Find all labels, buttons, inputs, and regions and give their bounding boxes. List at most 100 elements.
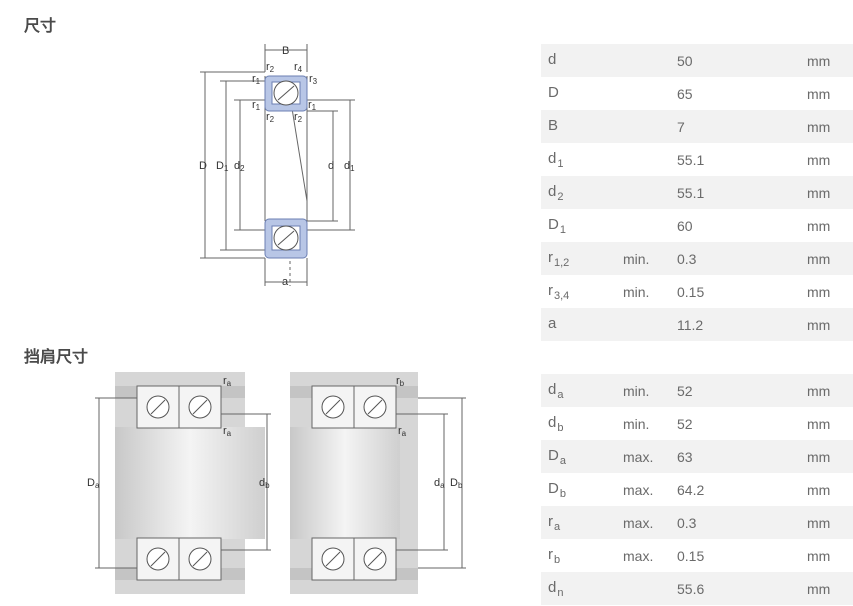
dimension-unit: mm <box>807 547 831 564</box>
dimension-value: 52 <box>670 374 800 407</box>
svg-text:d2: d2 <box>234 160 245 173</box>
dimension-unit: mm <box>800 572 853 605</box>
svg-text:r2: r2 <box>266 111 275 124</box>
dimension-value: 63 <box>670 440 800 473</box>
dimension-value: 0.15 <box>677 283 705 300</box>
dimensions-title: 尺寸 <box>24 18 57 35</box>
svg-text:da: da <box>434 477 445 490</box>
dimension-unit: mm <box>800 176 853 209</box>
dimension-unit: mm <box>800 44 853 77</box>
dimension-symbol: r1,2 <box>541 242 616 275</box>
svg-text:r1: r1 <box>252 99 261 112</box>
dimension-unit: mm <box>800 110 853 143</box>
dimension-qualifier <box>616 77 670 110</box>
dimension-qualifier <box>616 308 670 341</box>
dimension-unit: mm <box>800 242 853 275</box>
table-row: D 65 mm <box>541 77 853 110</box>
dimension-value: 7 <box>670 110 800 143</box>
label-a: a <box>282 276 289 286</box>
svg-text:ra: ra <box>398 425 407 438</box>
table-row: Db max. 64.2 mm <box>541 473 853 506</box>
dimension-unit: mm <box>807 283 831 300</box>
svg-text:D1: D1 <box>216 160 229 173</box>
label-D: D <box>199 160 207 172</box>
abutment-drawing-left: ra ra Da db <box>87 372 271 594</box>
svg-text:r1: r1 <box>252 73 261 86</box>
dimension-symbol: d <box>541 44 616 77</box>
svg-text:ra: ra <box>223 425 232 438</box>
dimension-symbol: ra <box>541 506 616 539</box>
dimension-unit: mm <box>807 415 831 432</box>
dimension-qualifier: min. <box>623 283 650 300</box>
table-row: rb max. 0.15 mm <box>541 539 853 572</box>
dimension-qualifier: min. <box>616 374 670 407</box>
dimension-symbol: Db <box>548 479 566 500</box>
svg-text:ra: ra <box>223 375 232 388</box>
dimension-symbol: db <box>548 413 564 434</box>
dimension-symbol: dn <box>541 572 616 605</box>
svg-text:Da: Da <box>87 477 100 490</box>
dimension-unit: mm <box>800 440 853 473</box>
table-row: r3,4 min. 0.15 mm <box>541 275 853 308</box>
svg-text:r1: r1 <box>308 99 317 112</box>
label-B: B <box>282 45 289 57</box>
dimension-value: 52 <box>677 415 693 432</box>
dimension-symbol: a <box>541 308 616 341</box>
abutment-drawing-right: rb ra da Db <box>290 372 466 594</box>
dimension-value: 55.1 <box>670 176 800 209</box>
dimension-qualifier: max. <box>616 506 670 539</box>
dimension-qualifier: max. <box>616 440 670 473</box>
dimension-value: 65 <box>677 85 693 102</box>
dimension-qualifier: max. <box>623 481 654 498</box>
svg-text:rb: rb <box>396 375 405 388</box>
dimension-value: 60 <box>677 217 693 234</box>
svg-text:d1: d1 <box>344 160 355 173</box>
table-row: d1 55.1 mm <box>541 143 853 176</box>
dimension-symbol: r3,4 <box>548 281 570 302</box>
dimension-unit: mm <box>807 151 831 168</box>
dimension-qualifier <box>616 176 670 209</box>
svg-text:r3: r3 <box>309 73 318 86</box>
dimension-unit: mm <box>807 85 831 102</box>
dimension-qualifier: max. <box>623 547 654 564</box>
dimension-unit: mm <box>800 374 853 407</box>
dimension-value: 55.1 <box>677 151 705 168</box>
label-d: d <box>328 160 334 172</box>
svg-text:r2: r2 <box>294 111 303 124</box>
dimension-unit: mm <box>800 308 853 341</box>
svg-text:db: db <box>259 477 270 490</box>
dimension-value: 50 <box>670 44 800 77</box>
dimension-unit: mm <box>807 481 831 498</box>
dimension-value: 64.2 <box>677 481 705 498</box>
dimension-unit: mm <box>807 217 831 234</box>
svg-text:Db: Db <box>450 477 463 490</box>
dimension-unit: mm <box>800 506 853 539</box>
dimension-value: 0.3 <box>670 506 800 539</box>
dimension-symbol: d2 <box>541 176 616 209</box>
dimension-value: 0.3 <box>670 242 800 275</box>
dimension-qualifier <box>616 44 670 77</box>
dimension-value: 0.15 <box>677 547 705 564</box>
dimension-qualifier <box>616 572 670 605</box>
dimension-symbol: Da <box>541 440 616 473</box>
dimension-qualifier <box>616 143 670 176</box>
dimension-qualifier: min. <box>616 242 670 275</box>
dimension-value: 11.2 <box>670 308 800 341</box>
dimension-symbol: D <box>548 83 559 101</box>
dimension-symbol: d1 <box>548 149 564 170</box>
bearing-dimension-drawing: B r2 r4 r1 r3 r1 r1 r2 r2 D D1 d2 d d1 a <box>199 44 355 286</box>
dimension-qualifier <box>616 110 670 143</box>
dimension-symbol: rb <box>548 545 561 566</box>
